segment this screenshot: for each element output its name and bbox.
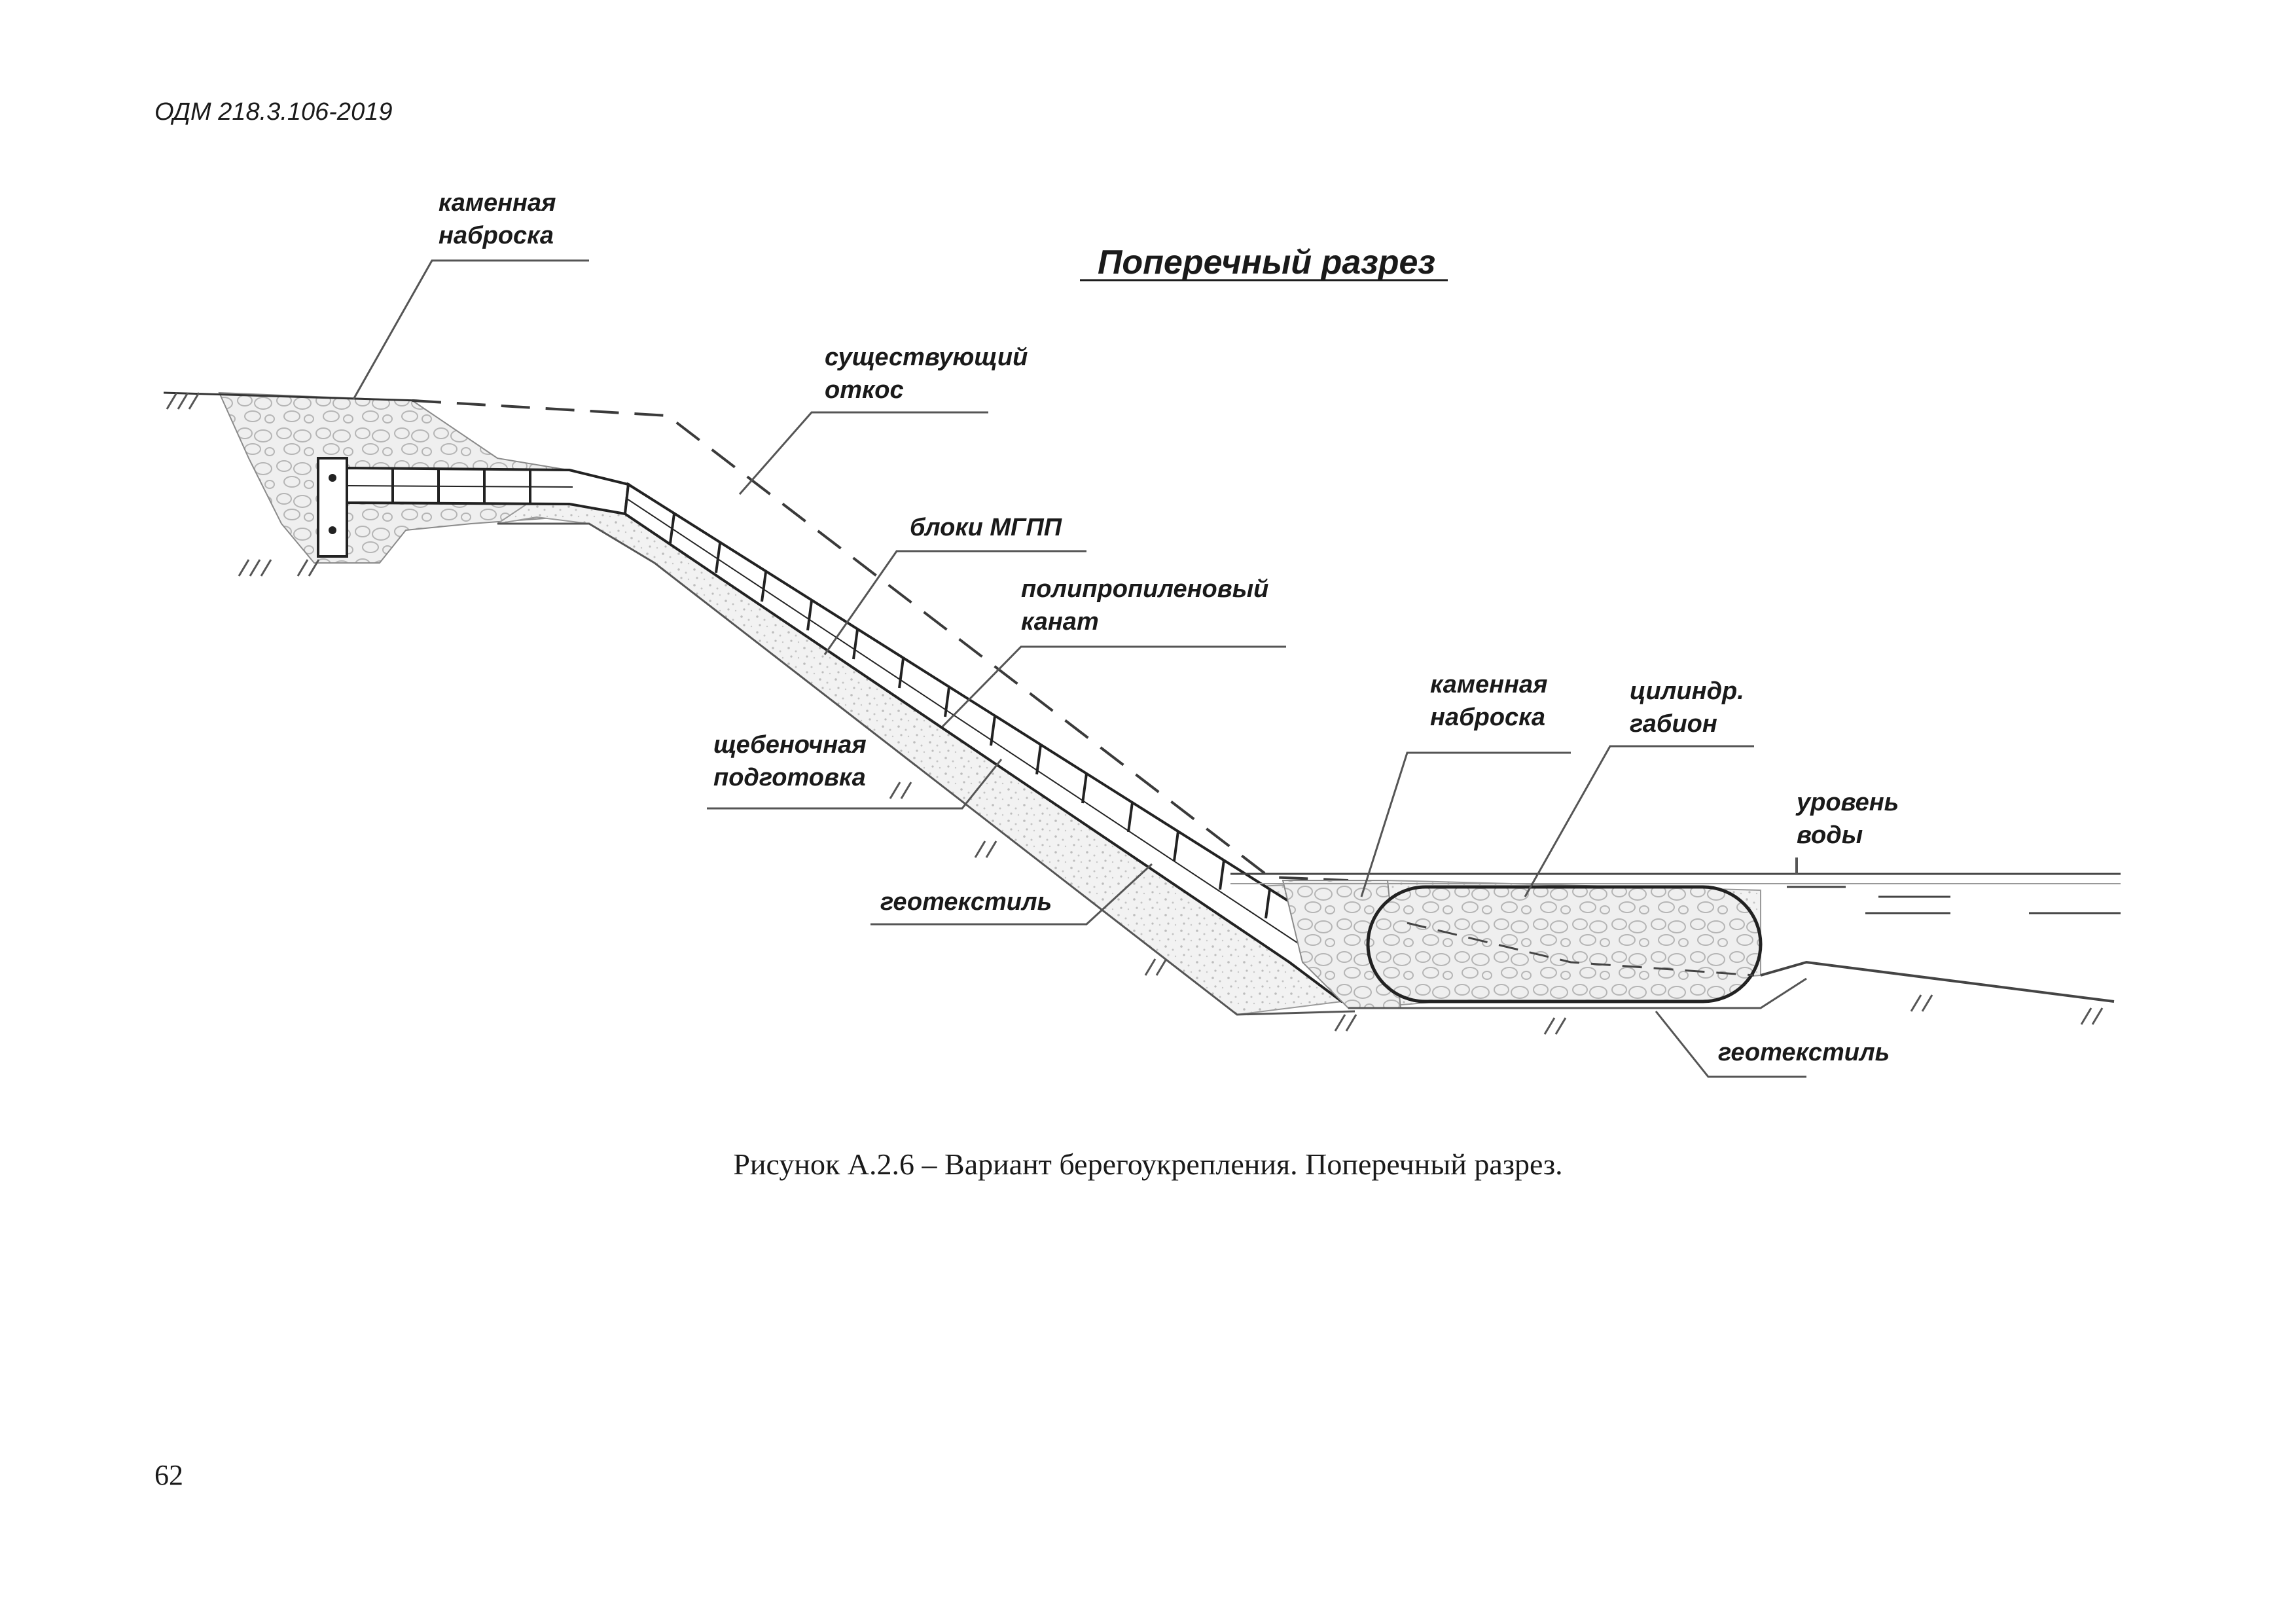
anchor-bolt-top	[329, 474, 336, 482]
anchor-bolt-bottom	[329, 526, 336, 534]
ground-hatching-top	[166, 392, 320, 577]
label-gravel-line1: щебеночная	[713, 731, 867, 759]
river-bottom-line	[1760, 960, 2115, 1003]
label-gravel-line2: подготовка	[713, 764, 866, 791]
gabion-inner-dashed-line	[1407, 922, 1755, 977]
cylindrical-gabion	[1366, 885, 1763, 1003]
cross-section-figure: Поперечный разрез	[163, 189, 2121, 1078]
label-geotextile-bottom: геотекстиль	[1718, 1039, 1890, 1066]
document-code: ОДМ 218.3.106-2019	[154, 98, 393, 126]
page-number: 62	[154, 1459, 183, 1491]
label-mgpp-blocks: блоки МГПП	[910, 514, 1062, 541]
figure-caption: Рисунок А.2.6 – Вариант берегоукрепления…	[733, 1147, 1563, 1181]
label-stone-fill-top-line2: наброска	[439, 222, 554, 249]
leader-lines	[352, 259, 1806, 1078]
label-stone-fill-bottom-line1: каменная	[1430, 671, 1548, 698]
label-gabion-line2: габион	[1630, 710, 1717, 738]
label-water-level-line2: воды	[1797, 821, 1863, 849]
label-existing-slope-line1: существующий	[825, 344, 1028, 371]
existing-slope-dashed-line	[412, 399, 1349, 882]
figure-title: Поперечный разрез	[1098, 244, 1435, 281]
label-gabion-line1: цилиндр.	[1630, 677, 1744, 705]
geotextile-slope-line	[497, 522, 1355, 1016]
label-stone-fill-bottom-line2: наброска	[1430, 704, 1545, 731]
label-water-level-line1: уровень	[1795, 789, 1899, 816]
label-geotextile-slope: геотекстиль	[880, 888, 1052, 916]
label-pp-rope-line2: канат	[1021, 608, 1099, 636]
label-existing-slope-line2: откос	[825, 376, 904, 404]
mgpp-block-joints	[669, 513, 1350, 989]
anchor-beam	[317, 457, 348, 558]
ground-hatching-bottom	[889, 782, 2104, 1035]
ground-line-top	[163, 391, 420, 402]
label-stone-fill-top-line1: каменная	[439, 189, 556, 217]
label-pp-rope-line1: полипропиленовый	[1021, 575, 1268, 603]
geotextile-bottom-line	[1348, 977, 1807, 1009]
